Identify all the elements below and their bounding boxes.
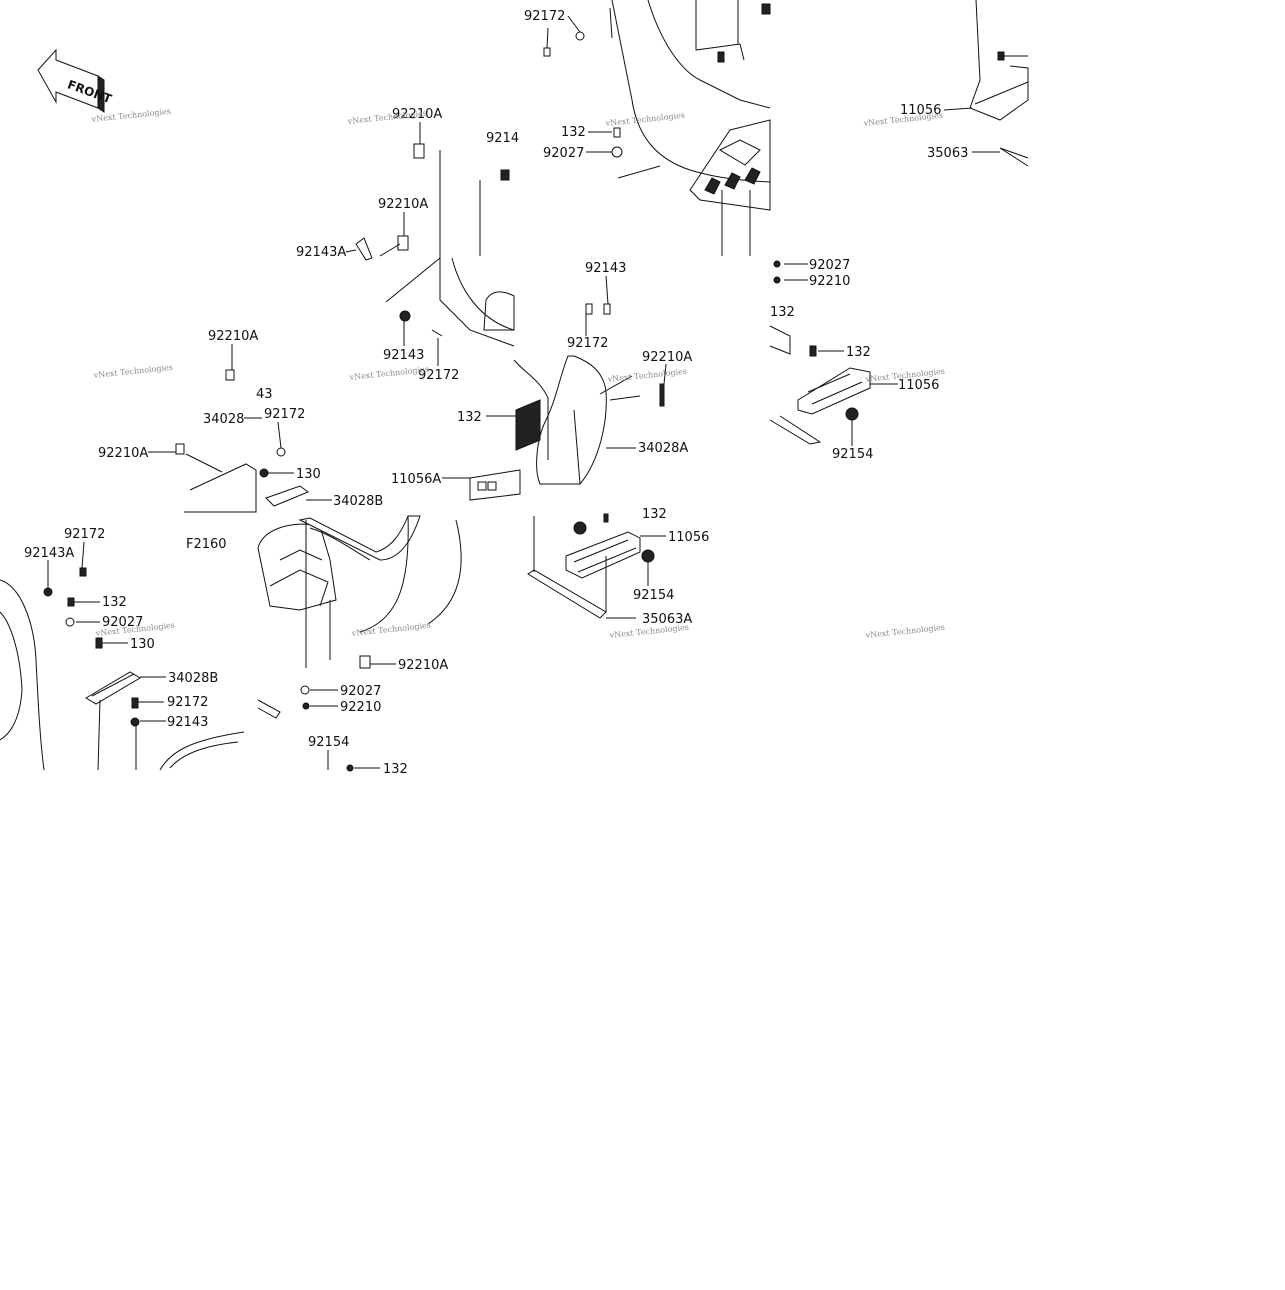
rear-side-cover [257,515,462,772]
part-label: 11056 [900,103,941,118]
part-label: 92143A [24,546,74,561]
part-label: 92027 [809,258,850,273]
part-label: 35063A [642,612,692,627]
part-label: 132 [561,125,586,140]
part-label: 92143 [167,715,208,730]
footrest-bracket-right [969,0,1029,167]
watermark: vNext Technologies [346,109,427,126]
inner-fender-drawing [355,143,515,347]
part-label: 92027 [340,684,381,699]
leader-lines [47,15,1028,770]
part-label: 92154 [832,447,873,462]
part-label: 132 [102,595,127,610]
part-label: 92210A [98,446,148,461]
watermarks: vNext Technologies vNext Technologies vN… [90,107,945,640]
footrest-bracket-lower [527,513,655,619]
part-label: 92210 [809,274,850,289]
part-label: 92154 [633,588,674,603]
part-label: 9214 [486,131,519,146]
part-label: 92172 [64,527,105,542]
part-label: 43 [256,387,273,402]
part-label: 132 [383,762,408,777]
watermark: vNext Technologies [350,621,431,638]
part-label: 92143A [296,245,346,260]
part-label: 130 [130,637,155,652]
part-label: 92210A [378,197,428,212]
footrest-bracket-center-right [769,260,871,445]
figure-code: F2160 [186,537,227,552]
part-label: 34028 [203,412,244,427]
part-label: 130 [296,467,321,482]
part-label: 92172 [264,407,305,422]
part-label: 92210A [642,350,692,365]
watermark: vNext Technologies [606,367,687,384]
part-label: 11056 [898,378,939,393]
part-label: 132 [846,345,871,360]
part-label: 92172 [524,9,565,24]
part-label: 92210A [398,658,448,673]
part-label: 132 [770,305,795,320]
part-label: 92210 [340,700,381,715]
part-label: 92027 [102,615,143,630]
part-label: 35063 [927,146,968,161]
rear-fender-drawing [543,0,771,256]
front-arrow-label: FRONT [66,77,115,106]
part-label: 92154 [308,735,349,750]
part-label: 11056A [391,472,441,487]
part-label: 34028B [333,494,383,509]
watermark: vNext Technologies [92,363,173,380]
side-panel-left [175,369,310,513]
part-label: 92143 [585,261,626,276]
part-label: 92143 [383,348,424,363]
rear-fender-left [0,567,245,771]
part-label: 34028B [168,671,218,686]
part-label: 92172 [418,368,459,383]
part-label: 92210A [208,329,258,344]
part-label: 92172 [567,336,608,351]
part-labels: 92172 92210A 92210A 9214 92143A 132 9202… [24,9,968,777]
part-label: 92172 [167,695,208,710]
part-label: 132 [642,507,667,522]
front-arrow-icon: FRONT [37,48,115,113]
part-label: 11056 [668,530,709,545]
part-label: 92210A [392,107,442,122]
front-mudflap-drawing [469,303,665,501]
part-label: 34028A [638,441,688,456]
part-label: 92027 [543,146,584,161]
watermark: vNext Technologies [864,623,945,640]
watermark: vNext Technologies [604,111,685,128]
part-label: 132 [457,410,482,425]
